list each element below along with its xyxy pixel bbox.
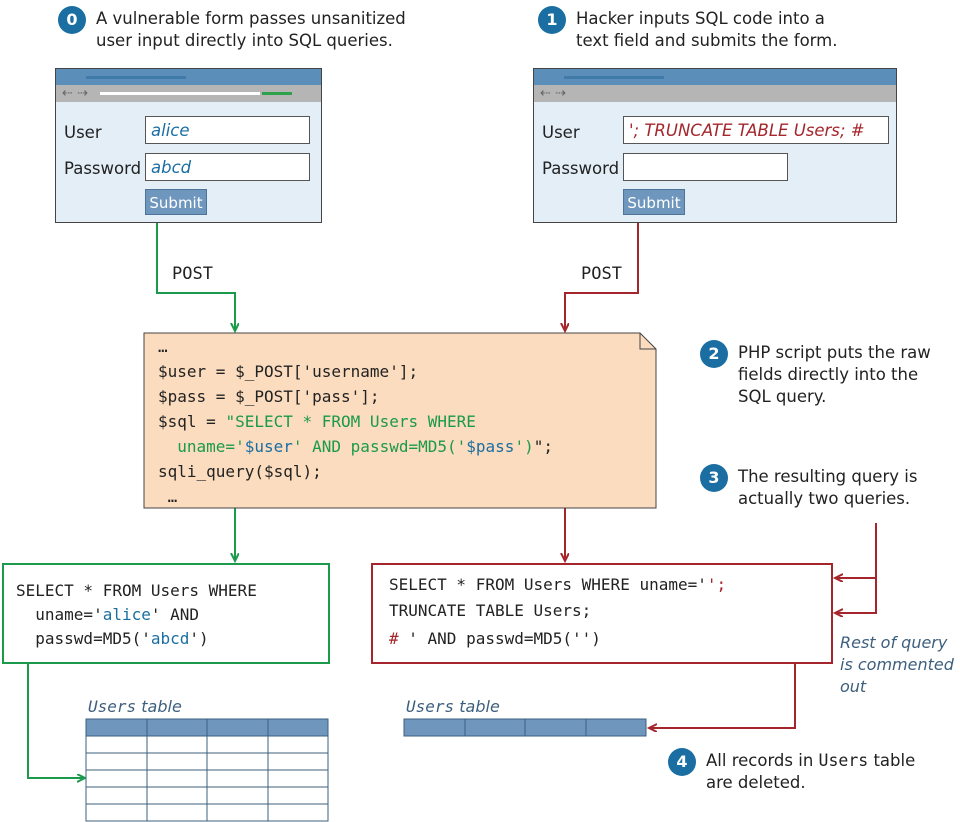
user-input[interactable]: alice: [145, 116, 310, 144]
query-line-3: passwd=MD5('abcd'): [16, 629, 209, 648]
user-label: User: [64, 123, 102, 142]
red-post-arrow: [565, 222, 639, 330]
php-note-shape: [143, 332, 657, 509]
red-bracket-arrow-1: [836, 523, 877, 578]
load-progress: [262, 92, 292, 95]
users-table-title-left: Users table: [88, 697, 182, 716]
submit-button[interactable]: Submit: [623, 189, 685, 215]
browser-nav-bar: ⇠ ⇢: [56, 85, 321, 102]
step-1-badge: 1: [538, 6, 566, 34]
code-line-6: sqli_query($sql);: [158, 462, 322, 481]
password-label: Password: [64, 159, 142, 178]
nav-arrows-icon[interactable]: ⇠ ⇢: [62, 86, 88, 101]
query-line-3: # ' AND passwd=MD5(''): [389, 629, 601, 648]
users-table-intact: [85, 718, 329, 822]
step-3-badge: 3: [700, 464, 728, 492]
post-label-right: POST: [581, 264, 622, 284]
browser-title-bar: [56, 69, 321, 85]
code-line-4: $sql = "SELECT * FROM Users WHERE: [158, 412, 476, 431]
query-box-injected: SELECT * FROM Users WHERE uname=''; TRUN…: [371, 563, 833, 664]
code-line-3: $pass = $_POST['pass'];: [158, 387, 380, 406]
hacker-form-window: ⇠ ⇢ User '; TRUNCATE TABLE Users; # Pass…: [533, 68, 897, 223]
step-2-text: PHP script puts the raw fields directly …: [738, 343, 931, 406]
query-line-1: SELECT * FROM Users WHERE: [16, 581, 257, 600]
code-line-1: …: [158, 337, 168, 356]
user-input-injected[interactable]: '; TRUNCATE TABLE Users; #: [623, 116, 889, 144]
browser-nav-bar: ⇠ ⇢: [534, 85, 896, 102]
step-0-badge: 0: [58, 6, 86, 34]
password-input[interactable]: [623, 153, 788, 181]
code-line-7: …: [158, 487, 178, 506]
vulnerable-form-window: ⇠ ⇢ User alice Password abcd Submit: [55, 68, 322, 223]
user-label: User: [542, 123, 580, 142]
php-note-fold: [639, 333, 656, 350]
query-line-2: TRUNCATE TABLE Users;: [389, 601, 592, 620]
users-table-title-right: Users table: [406, 697, 500, 716]
green-post-arrow: [156, 222, 235, 330]
step-0-text: A vulnerable form passes unsanitized use…: [96, 9, 406, 50]
password-input[interactable]: abcd: [145, 153, 310, 181]
password-label: Password: [542, 159, 620, 178]
step-4-badge: 4: [668, 748, 696, 776]
query-box-normal: SELECT * FROM Users WHERE uname='alice' …: [2, 563, 330, 664]
query-line-2: uname='alice' AND: [16, 605, 200, 624]
users-table-truncated: [403, 718, 647, 737]
green-table-arrow: [27, 664, 84, 778]
code-line-5: uname='$user' AND passwd=MD5('$pass')";: [158, 437, 553, 456]
step-2-badge: 2: [700, 340, 728, 368]
post-label-left: POST: [172, 264, 213, 284]
step-1-text: Hacker inputs SQL code into a text field…: [576, 9, 838, 50]
step-3-text: The resulting query is actually two quer…: [738, 467, 918, 508]
step-4-text: All records in Users table are deleted.: [706, 751, 916, 792]
browser-title-bar: [534, 69, 896, 85]
address-bar[interactable]: [100, 92, 260, 95]
nav-arrows-icon[interactable]: ⇠ ⇢: [540, 86, 566, 101]
query-line-1: SELECT * FROM Users WHERE uname='';: [389, 575, 727, 594]
red-table-arrow: [650, 664, 796, 728]
code-line-2: $user = $_POST['username'];: [158, 362, 419, 381]
submit-button[interactable]: Submit: [145, 189, 207, 215]
php-code: … $user = $_POST['username']; $pass = $_…: [158, 334, 553, 509]
comment-note: Rest of query is commented out: [840, 633, 954, 696]
red-bracket-arrow-2: [836, 578, 877, 613]
